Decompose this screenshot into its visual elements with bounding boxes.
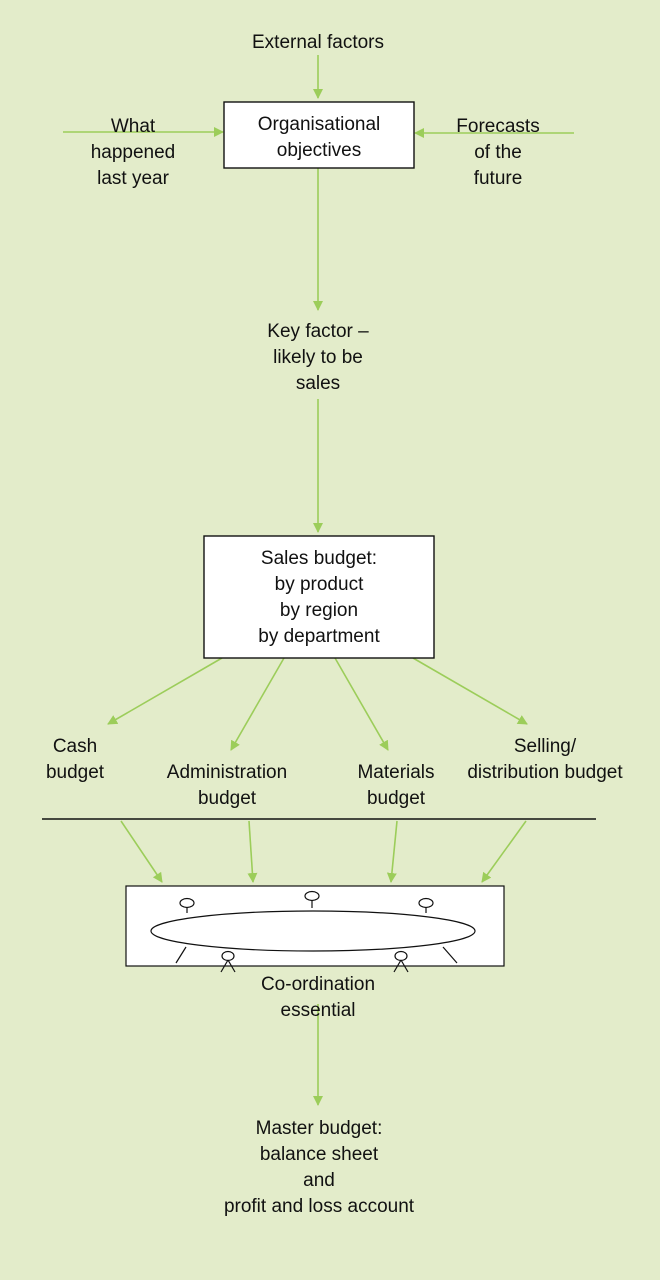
coordination-label-line-1: Co-ordination	[261, 974, 375, 995]
forecasts-label-line-3: future	[474, 168, 523, 189]
forecasts-label-line-1: Forecasts	[456, 116, 539, 137]
arrow-cash-to-meeting	[120, 820, 163, 883]
coordination-label-line-2: essential	[281, 1000, 356, 1021]
key-factor-label-line-1: Key factor –	[267, 321, 369, 342]
materials-budget-label-line-1: Materials	[357, 762, 434, 783]
arrow-administration-to-meeting	[247, 820, 258, 883]
selling-budget-label-line-1: Selling/	[514, 736, 577, 757]
meeting-table-icon	[125, 885, 505, 973]
arrow-selling-to-meeting	[481, 820, 527, 883]
master-budget-label-line-3: and	[303, 1170, 335, 1191]
arrows	[63, 55, 574, 1106]
selling-budget-label-line-2: distribution budget	[467, 762, 623, 783]
forecasts-label-line-2: of the	[474, 142, 522, 163]
sales-budget-label-line-4: by department	[258, 626, 380, 647]
sales-budget-box	[203, 535, 435, 659]
what-happened-label-line-1: What	[111, 116, 156, 137]
objectives-label-line-1: Organisational	[258, 114, 381, 135]
materials-budget-label-line-2: budget	[367, 788, 426, 809]
cash-budget-label-line-2: budget	[46, 762, 105, 783]
sales-budget-label-line-2: by product	[275, 574, 364, 595]
sales-budget-label-line-1: Sales budget:	[261, 548, 377, 569]
arrow-sales-to-materials	[334, 657, 389, 751]
sales-budget-label-line-3: by region	[280, 600, 358, 621]
arrow-sales-to-cash	[107, 657, 223, 725]
arrow-sales-to-selling	[412, 657, 528, 725]
master-budget-label-line-2: balance sheet	[260, 1144, 379, 1165]
key-factor-label-line-2: likely to be	[273, 347, 363, 368]
objectives-label-line-2: objectives	[277, 140, 362, 161]
master-budget-label-line-1: Master budget:	[256, 1118, 383, 1139]
meeting-table	[150, 910, 476, 952]
what-happened-label-line-3: last year	[97, 168, 169, 189]
cash-budget-label-line-1: Cash	[53, 736, 97, 757]
what-happened-label-line-2: happened	[91, 142, 176, 163]
external-factors-label: External factors	[252, 32, 384, 53]
key-factor-label-line-3: sales	[296, 373, 340, 394]
administration-budget-label-line-2: budget	[198, 788, 257, 809]
arrow-materials-to-meeting	[386, 820, 398, 883]
objectives-box	[223, 101, 415, 169]
master-budget-label-line-4: profit and loss account	[224, 1196, 415, 1217]
administration-budget-label-line-1: Administration	[167, 762, 287, 783]
arrow-sales-to-administration	[230, 657, 285, 751]
